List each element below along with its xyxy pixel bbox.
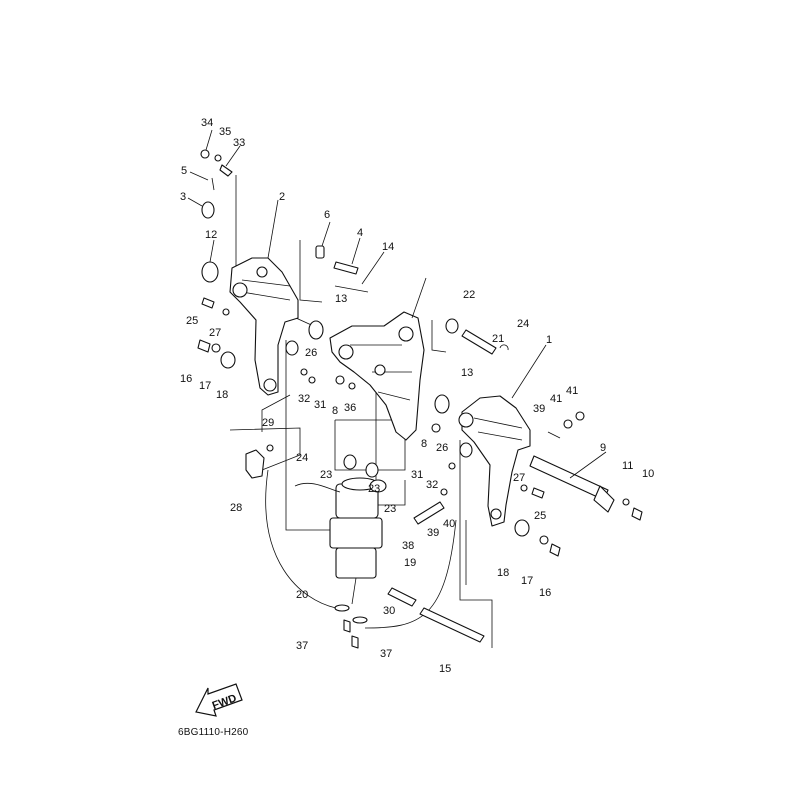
- callout-label: 39: [427, 527, 439, 539]
- callout-label: 35: [219, 126, 231, 138]
- callout-labels: 1 2 3 4 5 6 8 8 9 10 11 12 13 13 14 15 1…: [180, 117, 654, 675]
- callout-label: 37: [380, 648, 392, 660]
- callout-label: 31: [314, 399, 326, 411]
- callout-label: 29: [262, 417, 274, 429]
- callout-label: 22: [463, 289, 475, 301]
- callout-label: 34: [201, 117, 213, 129]
- callout-label: 11: [622, 460, 633, 472]
- callout-label: 16: [539, 587, 551, 599]
- callout-label: 32: [426, 479, 438, 491]
- callout-label: 21: [492, 333, 504, 345]
- callout-label: 8: [332, 405, 338, 417]
- callout-label: 26: [305, 347, 317, 359]
- callout-label: 41: [566, 385, 578, 397]
- callout-label: 38: [402, 540, 414, 552]
- callout-label: 37: [296, 640, 308, 652]
- callout-label: 15: [439, 663, 451, 675]
- fwd-arrow-icon: FWD: [195, 683, 243, 717]
- callout-label: 17: [521, 575, 533, 587]
- callout-label: 24: [296, 452, 308, 464]
- callout-label: 9: [600, 442, 606, 454]
- diagram-code: 6BG1110-H260: [178, 727, 249, 738]
- callout-label: 36: [344, 402, 356, 414]
- callout-label: 6: [324, 209, 330, 221]
- callout-label: 33: [233, 137, 245, 149]
- callout-label: 24: [517, 318, 529, 330]
- callout-label: 16: [180, 373, 192, 385]
- callout-label: 4: [357, 227, 363, 239]
- callout-label: 30: [383, 605, 395, 617]
- callout-label: 14: [382, 241, 394, 253]
- callout-label: 2: [279, 191, 285, 203]
- callout-label: 1: [546, 334, 552, 346]
- callout-label: 41: [550, 393, 562, 405]
- part-drawings: [187, 129, 643, 649]
- callout-label: 18: [216, 389, 228, 401]
- callout-label: 23: [368, 483, 380, 495]
- callout-label: 27: [513, 472, 525, 484]
- callout-label: 23: [320, 469, 332, 481]
- callout-label: 26: [436, 442, 448, 454]
- callout-label: 25: [186, 315, 198, 327]
- callout-label: 12: [205, 229, 217, 241]
- callout-label: 27: [209, 327, 221, 339]
- callout-label: 8: [421, 438, 427, 450]
- callout-label: 32: [298, 393, 310, 405]
- callout-label: 31: [411, 469, 423, 481]
- callout-label: 3: [180, 191, 186, 203]
- callout-label: 25: [534, 510, 546, 522]
- callout-label: 18: [497, 567, 509, 579]
- callout-label: 28: [230, 502, 242, 514]
- callout-label: 10: [642, 468, 654, 480]
- callout-label: 19: [404, 557, 416, 569]
- callout-label: 20: [296, 589, 308, 601]
- callout-label: 39: [533, 403, 545, 415]
- callout-label: 17: [199, 380, 211, 392]
- callout-label: 5: [181, 165, 187, 177]
- callout-label: 13: [335, 293, 347, 305]
- callout-label: 13: [461, 367, 473, 379]
- callout-label: 23: [384, 503, 396, 515]
- callout-label: 40: [443, 518, 455, 530]
